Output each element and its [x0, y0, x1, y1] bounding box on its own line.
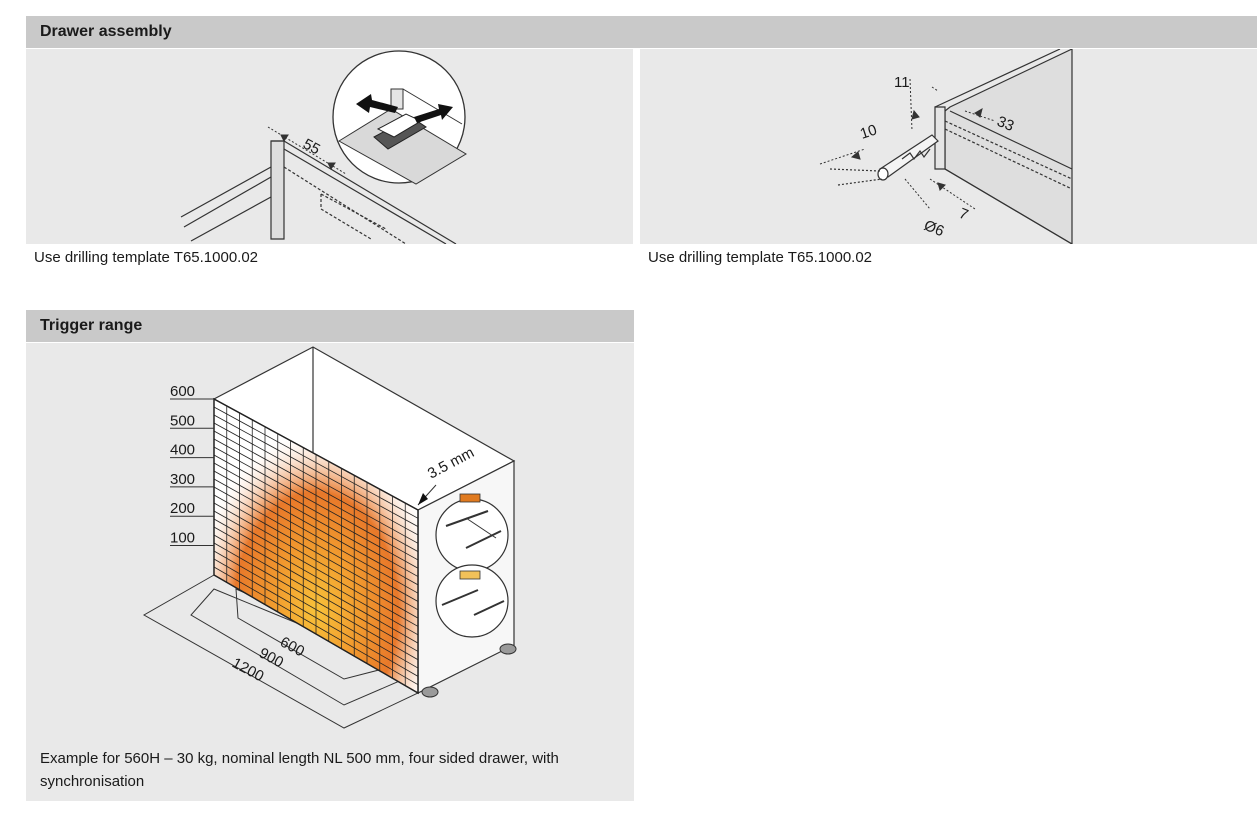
grid-line [214, 446, 418, 561]
grid-line [214, 422, 418, 536]
grid-line [214, 502, 418, 619]
section-header-drawer-assembly: Drawer assembly [26, 16, 1257, 48]
section-header-trigger-range: Trigger range [26, 310, 634, 342]
grid-line [214, 542, 418, 661]
grid-line [214, 478, 418, 594]
dimension-label-55: 55 [300, 136, 323, 159]
trigger-range-caption: Example for 560H – 30 kg, nominal length… [26, 735, 634, 801]
drawer-assembly-left-caption: Use drilling template T65.1000.02 [34, 249, 259, 266]
grid-line [214, 494, 418, 611]
height-scale-label: 300 [170, 471, 195, 488]
grid-line [214, 454, 418, 569]
drawer-corner-drawing [934, 49, 1073, 244]
grid-line [214, 406, 418, 519]
height-scale-label: 200 [170, 500, 195, 517]
dimension-55 [267, 126, 347, 175]
section-title: Drawer assembly [40, 23, 172, 40]
height-scale-label: 500 [170, 412, 195, 429]
rail-drawing [180, 140, 457, 244]
grid-line [214, 462, 418, 577]
magnified-detail-circle [332, 50, 467, 185]
grid-line [214, 534, 418, 652]
cabinet-feet [421, 643, 517, 698]
drawer-detail-bottom [435, 564, 509, 638]
grid-line [214, 414, 418, 527]
dimension-label-33: 33 [995, 113, 1017, 135]
grid-line [214, 486, 418, 602]
grid-line [214, 566, 418, 686]
arrow-left-icon [356, 94, 398, 113]
dimension-label-11: 11 [894, 74, 910, 91]
height-scale-label: 400 [170, 442, 195, 459]
grid-line [214, 510, 418, 627]
drawer-assembly-right-illustration: 11 33 10 7 Ø6 [640, 49, 1257, 244]
section-title: Trigger range [40, 317, 143, 334]
height-scale-label: 100 [170, 530, 195, 547]
grid-line [214, 558, 418, 677]
dimension-label-10: 10 [858, 121, 879, 142]
gap-arrow-icon [418, 493, 428, 505]
grid-line [214, 526, 418, 644]
grid-line [214, 550, 418, 669]
drill-bit-drawing [829, 134, 939, 186]
dimension-label-diameter-6: Ø6 [922, 217, 947, 240]
grid-line [214, 470, 418, 586]
drawer-detail-top [435, 493, 509, 572]
grid-line [214, 518, 418, 636]
height-scale-label: 600 [170, 383, 195, 400]
grid-line [214, 430, 418, 544]
drawer-assembly-right-caption: Use drilling template T65.1000.02 [648, 249, 873, 266]
arrow-right-icon [414, 104, 453, 123]
dimension-lines [819, 78, 996, 210]
dimension-label-7: 7 [957, 205, 971, 224]
grid-line [214, 438, 418, 552]
height-scale: 600 500 400 300 200 100 [170, 383, 214, 547]
drawer-assembly-left-illustration: 55 [26, 49, 633, 244]
